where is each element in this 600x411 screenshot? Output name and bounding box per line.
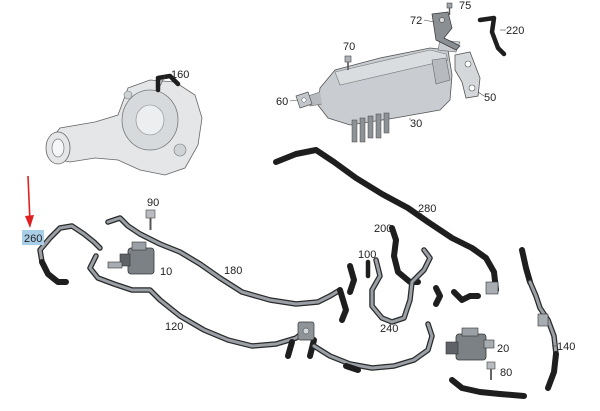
- bolt-part-80[interactable]: [486, 361, 496, 380]
- callout-200[interactable]: 200: [374, 223, 392, 235]
- callout-240[interactable]: 240: [380, 323, 398, 335]
- callout-20[interactable]: 20: [497, 343, 509, 355]
- callout-50[interactable]: 50: [484, 92, 496, 104]
- callout-30[interactable]: 30: [410, 118, 422, 130]
- callout-90[interactable]: 90: [147, 197, 159, 209]
- hose-part-280[interactable]: [273, 147, 499, 293]
- highlight-box-260: [22, 230, 44, 245]
- hose-part-180[interactable]: [105, 215, 357, 323]
- bolt-part-75[interactable]: [446, 2, 453, 15]
- y-connector: [485, 281, 499, 295]
- module-part-30[interactable]: [307, 39, 461, 143]
- hose-bottom-right: [449, 377, 527, 399]
- bracket-part-50[interactable]: [454, 51, 481, 99]
- valve-part-20[interactable]: [445, 327, 495, 361]
- callout-120[interactable]: 120: [165, 321, 183, 333]
- hose-part-120[interactable]: [87, 253, 317, 359]
- callout-140[interactable]: 140: [557, 341, 575, 353]
- callout-180[interactable]: 180: [224, 265, 242, 277]
- hose-part-200[interactable]: [389, 225, 421, 285]
- callout-72[interactable]: 72: [410, 15, 422, 27]
- callout-260[interactable]: 260: [24, 233, 42, 245]
- callout-220[interactable]: 220: [506, 25, 524, 37]
- hose-part-220[interactable]: [477, 15, 507, 57]
- clip-part-60[interactable]: [295, 91, 313, 109]
- callout-100[interactable]: 100: [358, 249, 376, 261]
- callout-10[interactable]: 10: [160, 266, 172, 278]
- pump-housing-part-160[interactable]: [45, 73, 203, 176]
- bolt-part-90[interactable]: [145, 209, 156, 230]
- callout-280[interactable]: 280: [418, 203, 436, 215]
- hose-lower-center: [311, 321, 435, 373]
- callout-70[interactable]: 70: [343, 41, 355, 53]
- bracket-part-72[interactable]: [431, 11, 461, 51]
- red-arrow-icon: [25, 175, 34, 228]
- callout-80[interactable]: 80: [500, 367, 512, 379]
- callout-160[interactable]: 160: [171, 69, 189, 81]
- hose-part-140[interactable]: [519, 247, 559, 391]
- t-connector: [297, 321, 315, 341]
- hose-part-240[interactable]: [369, 247, 481, 325]
- callout-75[interactable]: 75: [459, 0, 471, 12]
- callout-60[interactable]: 60: [276, 96, 288, 108]
- bolt-part-70[interactable]: [344, 55, 352, 70]
- hose-part-260[interactable]: [37, 223, 103, 285]
- valve-part-10[interactable]: [107, 241, 155, 275]
